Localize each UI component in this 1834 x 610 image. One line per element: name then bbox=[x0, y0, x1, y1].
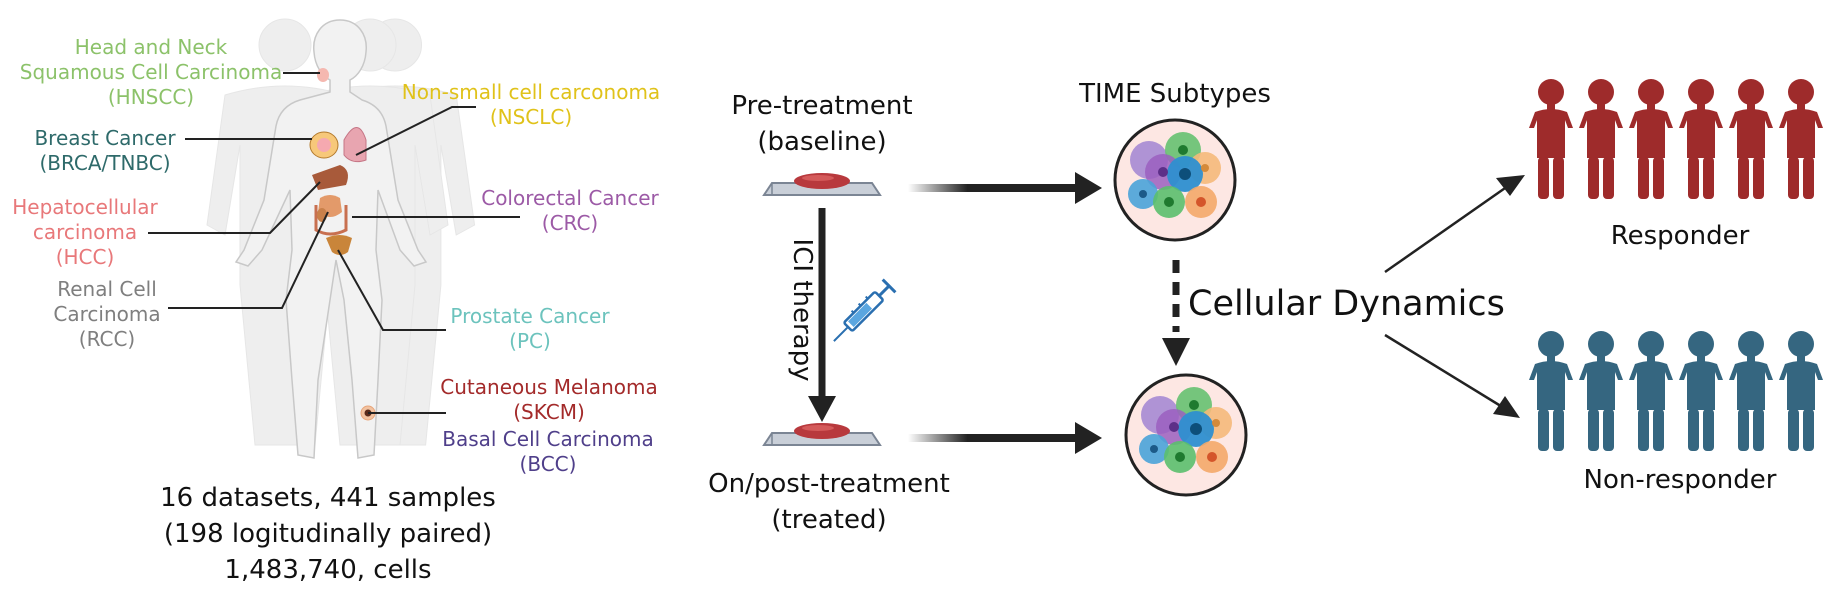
post-treatment-slide bbox=[763, 422, 881, 446]
baseline-cell-cluster bbox=[1113, 118, 1237, 242]
responder-arrow bbox=[1384, 184, 1509, 274]
organ-illustrations bbox=[309, 68, 376, 421]
pre-treatment-slide bbox=[763, 172, 881, 196]
label-skcm: Cutaneous Melanoma (SKCM) bbox=[440, 375, 658, 424]
non-responder-figures bbox=[1529, 331, 1823, 451]
post-treatment-label: On/post-treatment (treated) bbox=[708, 469, 950, 535]
label-crc: Colorectal Cancer (CRC) bbox=[481, 186, 659, 235]
label-hcc: Hepatocellular carcinoma (HCC) bbox=[12, 195, 158, 269]
label-hnscc: Head and Neck Squamous Cell Carcinoma (H… bbox=[19, 35, 283, 109]
label-bcc: Basal Cell Carcinoma (BCC) bbox=[442, 427, 654, 476]
cellular-dynamics-label: Cellular Dynamics bbox=[1188, 284, 1505, 324]
treated-arrow bbox=[908, 434, 1078, 442]
responder-label: Responder bbox=[1610, 221, 1750, 251]
non-responder-arrow bbox=[1384, 333, 1505, 410]
baseline-arrow bbox=[908, 184, 1078, 192]
treated-cell-cluster bbox=[1124, 373, 1248, 497]
label-rcc: Renal Cell Carcinoma (RCC) bbox=[53, 277, 161, 351]
pre-treatment-label: Pre-treatment (baseline) bbox=[731, 91, 913, 157]
dataset-summary: 16 datasets, 441 samples (198 logitudina… bbox=[160, 483, 496, 585]
label-brca: Breast Cancer (BRCA/TNBC) bbox=[34, 126, 176, 175]
leader-lines bbox=[148, 72, 520, 414]
label-pc: Prostate Cancer (PC) bbox=[450, 304, 610, 353]
time-subtypes-label: TIME Subtypes bbox=[1079, 79, 1271, 109]
label-nsclc: Non-small cell carconoma (NSCLC) bbox=[401, 80, 661, 129]
responder-figures bbox=[1529, 79, 1823, 199]
non-responder-label: Non-responder bbox=[1583, 465, 1777, 495]
therapy-label: ICI therapy bbox=[787, 238, 817, 382]
syringe-icon bbox=[833, 278, 897, 342]
